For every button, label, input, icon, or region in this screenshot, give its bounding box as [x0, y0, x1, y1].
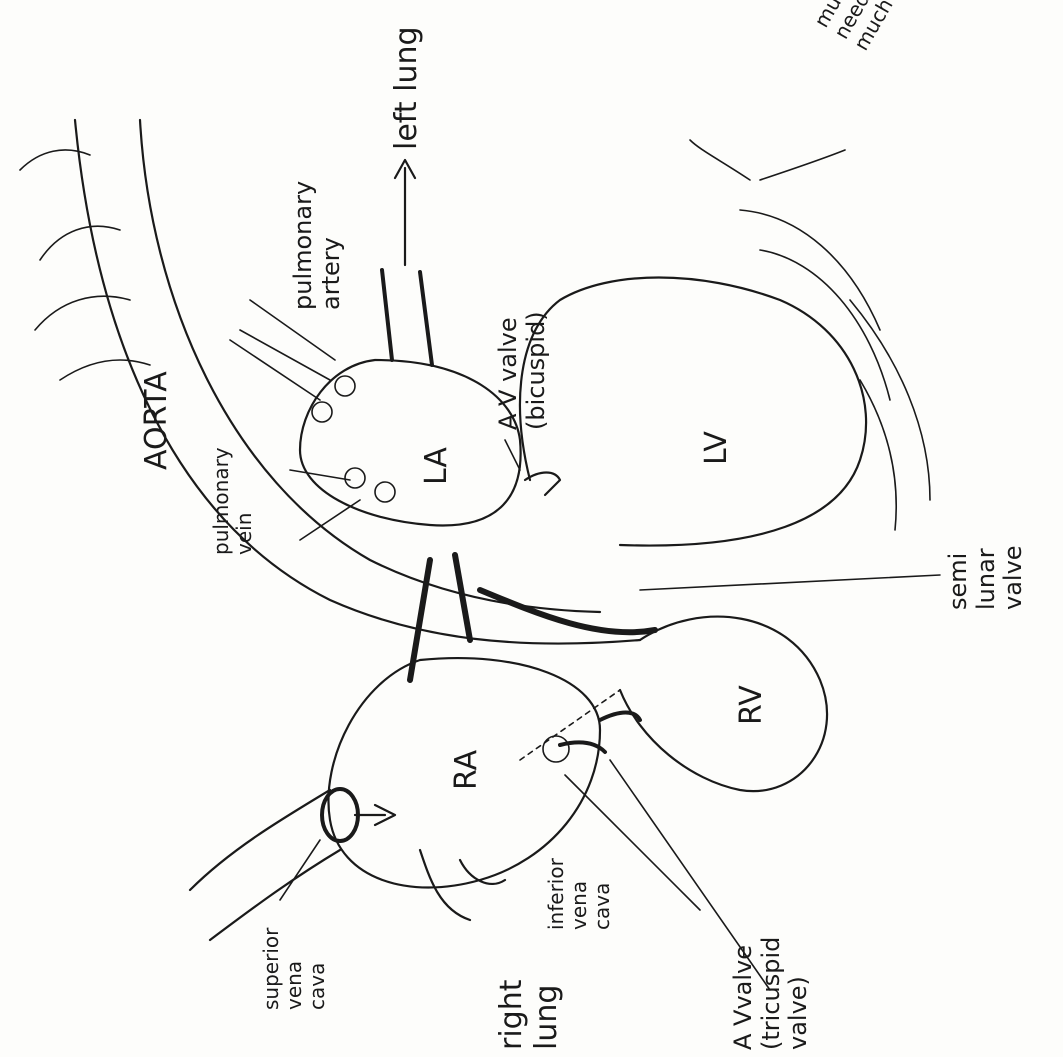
av-valve-tricuspid-label: A Vvalve (tricuspid valve): [730, 937, 813, 1050]
aorta-hatching: [20, 150, 150, 380]
left-atrium: [300, 360, 521, 525]
la-label: LA: [420, 447, 455, 485]
svc-arrow: [355, 805, 395, 825]
pulmonary-artery-upper: [382, 270, 392, 360]
superior-vena-cava-label: superior vena cava: [260, 928, 329, 1010]
left-lung-arrow: [395, 160, 415, 265]
av-valve-bicuspid-label: A V valve (bicuspid): [495, 311, 550, 430]
pulmonary-vein-label: pulmonary vein: [210, 447, 256, 555]
pulmonary-artery-lower: [420, 272, 432, 365]
pulmonary-vein-opening-2: [335, 376, 355, 396]
left-ventricle: [520, 278, 866, 546]
rv-label: RV: [735, 685, 770, 725]
pulmonary-artery-label: pulmonary artery: [290, 181, 345, 310]
pointer-semilunar: [640, 575, 940, 590]
left-lung-label: left lung: [390, 26, 425, 150]
right-lung-label: right lung: [495, 980, 564, 1051]
pulmonary-vein-opening-4: [375, 482, 395, 502]
lv-valve-edge: [525, 473, 560, 496]
semilunar-valve-label: semi lunar valve: [945, 492, 1028, 610]
pointer-svc: [280, 840, 320, 900]
pulmonary-vein-opening-3: [345, 468, 365, 488]
muscle-note-pointer: [690, 140, 750, 180]
septum-strokes: [410, 555, 655, 680]
inferior-vena-cava-opening: [543, 736, 569, 762]
lv-label: LV: [700, 431, 735, 465]
svc-opening: [322, 789, 358, 841]
right-ventricle: [620, 617, 827, 791]
pointer-av-bicuspid: [505, 440, 520, 470]
aorta-label: AORTA: [140, 371, 175, 470]
pulmonary-vein-opening-1: [312, 402, 332, 422]
superior-vena-cava: [190, 790, 340, 940]
ra-label: RA: [450, 750, 485, 790]
inferior-vena-cava-label: inferior vena cava: [545, 858, 614, 930]
